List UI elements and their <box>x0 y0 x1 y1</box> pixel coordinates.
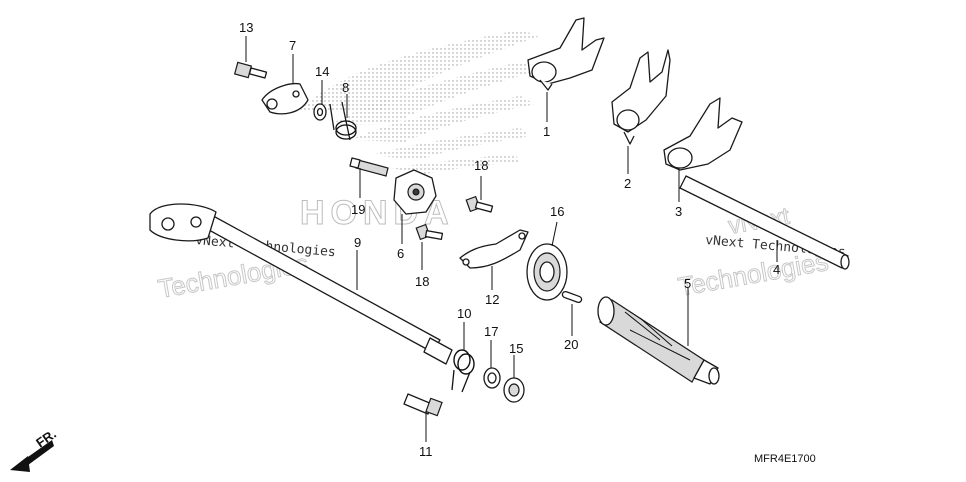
bearing-16 <box>526 243 568 301</box>
fork-shaft-4 <box>679 175 850 270</box>
drawing-code: MFR4E1700 <box>754 453 816 465</box>
callout-4: 4 <box>773 262 780 277</box>
callout-13: 13 <box>239 20 253 35</box>
callout-1: 1 <box>543 124 550 139</box>
callout-16: 16 <box>550 204 564 219</box>
callout-5: 5 <box>684 276 691 291</box>
callout-14: 14 <box>315 64 329 79</box>
washer-17 <box>483 367 501 389</box>
direction-label: FR. <box>33 426 59 450</box>
spring-10 <box>451 349 475 393</box>
callout-2: 2 <box>624 176 631 191</box>
plate-7 <box>261 82 309 115</box>
front-direction-arrow: FR. <box>10 426 59 472</box>
callout-19: 20 <box>564 337 578 352</box>
callout-18-lower: 18 <box>415 274 429 289</box>
bolt-11 <box>403 393 443 417</box>
callout-11: 11 <box>419 444 433 459</box>
bolt-18-lower <box>415 223 444 241</box>
washer-14 <box>313 103 327 121</box>
callout-10: 10 <box>457 306 471 321</box>
spring-8 <box>329 101 357 141</box>
bracket-12 <box>459 229 529 269</box>
callouts: 13 7 14 8 19 6 18 18 12 9 16 1 2 3 4 5 2… <box>239 20 780 459</box>
oil-seal-15 <box>503 377 525 403</box>
bolt-13 <box>233 61 268 79</box>
callout-12: 12 <box>485 292 499 307</box>
honda-wing-logo: HONDA <box>300 30 540 233</box>
callout-17: 17 <box>484 324 498 339</box>
callout-8: 8 <box>342 80 349 95</box>
stopper-plate-6 <box>393 169 437 215</box>
dowel-pin-19 <box>561 290 583 304</box>
watermark-text-right-2: Technologies <box>676 246 831 302</box>
shift-shaft-9 <box>149 203 453 365</box>
callout-7: 7 <box>289 38 296 53</box>
callout-3: 3 <box>675 204 682 219</box>
callout-18-upper: 18 <box>474 158 488 173</box>
shift-fork-2 <box>611 49 671 145</box>
bolt-18-upper <box>465 195 494 213</box>
shift-fork-3 <box>663 97 743 171</box>
shift-fork-1 <box>527 17 605 91</box>
callout-9: 9 <box>354 235 361 250</box>
pin-20 <box>349 157 389 177</box>
callout-15: 15 <box>509 341 523 356</box>
callout-6: 6 <box>397 246 404 261</box>
shift-drum-5 <box>597 296 720 385</box>
callout-20: 19 <box>351 202 365 217</box>
leader-lines <box>245 36 778 442</box>
